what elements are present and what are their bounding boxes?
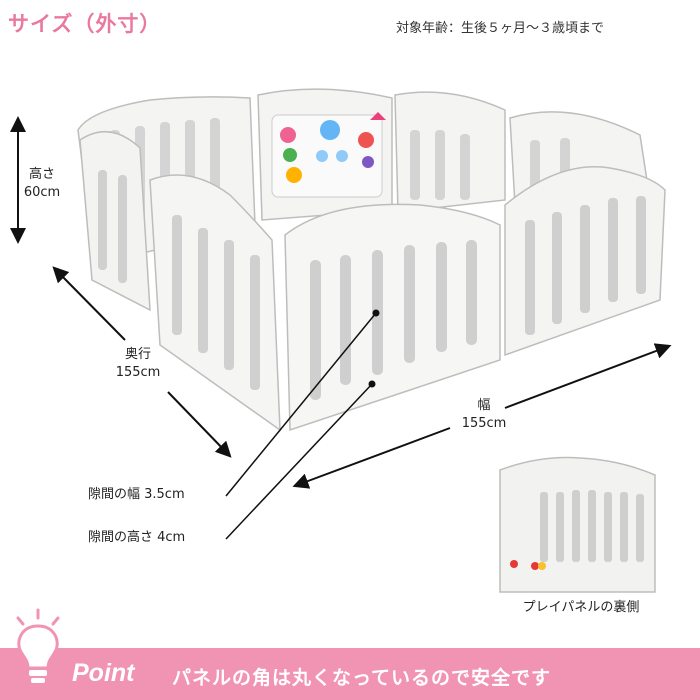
depth-arrow-upper [52,266,126,341]
width-value: 155cm [461,416,507,431]
depth-arrow-lower [167,391,232,458]
height-label: 高さ [28,167,55,182]
panel-back-caption: プレイパネルの裏側 [522,600,640,615]
light-bulb-icon [16,608,60,683]
gap-height-dot [368,380,376,388]
gap-width-leader [225,312,377,497]
front-panels [284,166,666,432]
width-label: 幅 [477,398,491,413]
height-dimension: 高さ 60cm [14,166,70,202]
toy-panel [271,112,386,198]
width-arrow-lower [292,427,451,489]
depth-dimension: 奥行 155cm [98,346,178,382]
gap-height-leader [225,383,373,540]
point-message: パネルの角は丸くなっているので安全です [172,667,552,689]
width-dimension: 幅 155cm [444,397,524,433]
depth-label: 奥行 [124,347,151,362]
page-title: サイズ（外寸） [8,12,162,36]
gap-height-label: 隙間の高さ 4cm [88,530,186,545]
point-banner [0,648,700,700]
gap-width-label: 隙間の幅 3.5cm [88,487,185,502]
height-value: 60cm [23,185,61,200]
point-heading: Point [72,659,135,687]
age-range-text: 対象年齢：生後５ヶ月〜３歳頃まで [396,21,605,36]
depth-value: 155cm [115,365,161,380]
gap-width-dot [372,309,380,317]
width-arrow-upper [504,343,672,409]
panel-back-inset [499,456,656,593]
left-panels [79,130,281,432]
